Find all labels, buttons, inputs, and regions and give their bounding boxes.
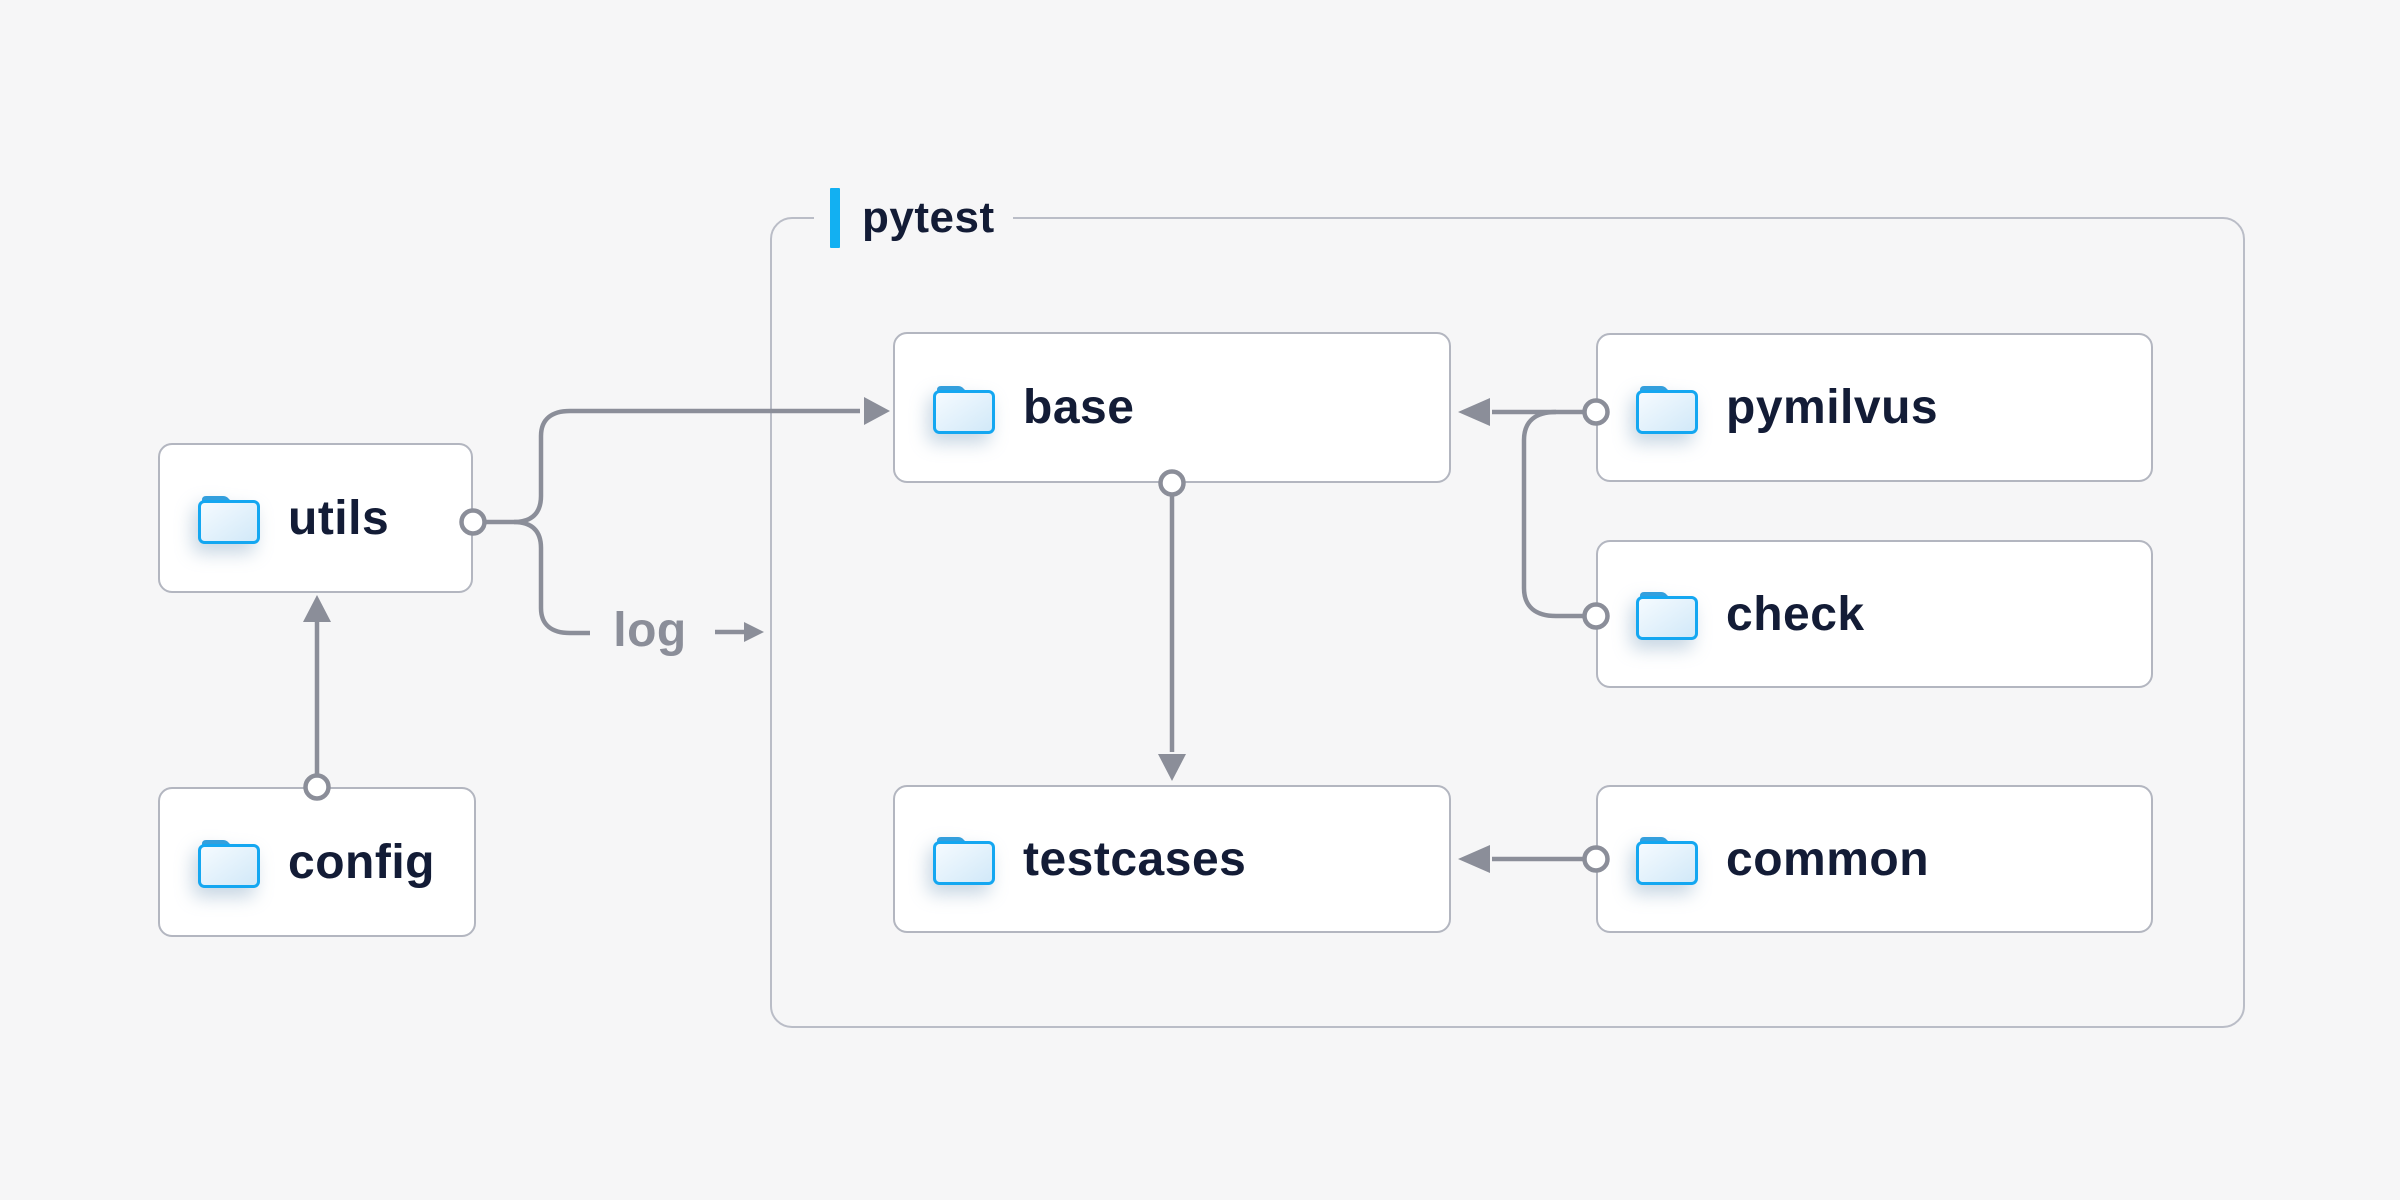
folder-icon xyxy=(933,385,995,434)
folder-icon xyxy=(198,840,260,888)
pytest-container-title: pytest xyxy=(862,193,995,242)
folder-icon xyxy=(198,496,260,544)
pytest-container: pytest xyxy=(770,186,2245,1028)
node-label: check xyxy=(1726,587,1865,641)
edge-label-log: log xyxy=(613,604,687,657)
node-base: base xyxy=(893,332,1451,483)
node-label: base xyxy=(1023,381,1135,434)
node-label: config xyxy=(288,835,435,889)
node-label: utils xyxy=(288,491,390,545)
folder-icon xyxy=(933,837,995,885)
node-label: pymilvus xyxy=(1726,381,1939,434)
node-common: common xyxy=(1596,785,2153,933)
folder-icon xyxy=(1636,592,1698,640)
node-testcases: testcases xyxy=(893,785,1451,933)
accent-bar xyxy=(830,188,840,248)
folder-icon xyxy=(1636,385,1698,434)
node-label: common xyxy=(1726,832,1930,886)
node-pymilvus: pymilvus xyxy=(1596,333,2153,482)
folder-icon xyxy=(1636,837,1698,885)
node-check: check xyxy=(1596,540,2153,688)
node-config: config xyxy=(158,787,476,937)
node-utils: utils xyxy=(158,443,473,593)
edge-config-utils xyxy=(303,595,331,801)
pytest-container-label: pytest xyxy=(814,186,1013,250)
node-label: testcases xyxy=(1023,832,1247,886)
